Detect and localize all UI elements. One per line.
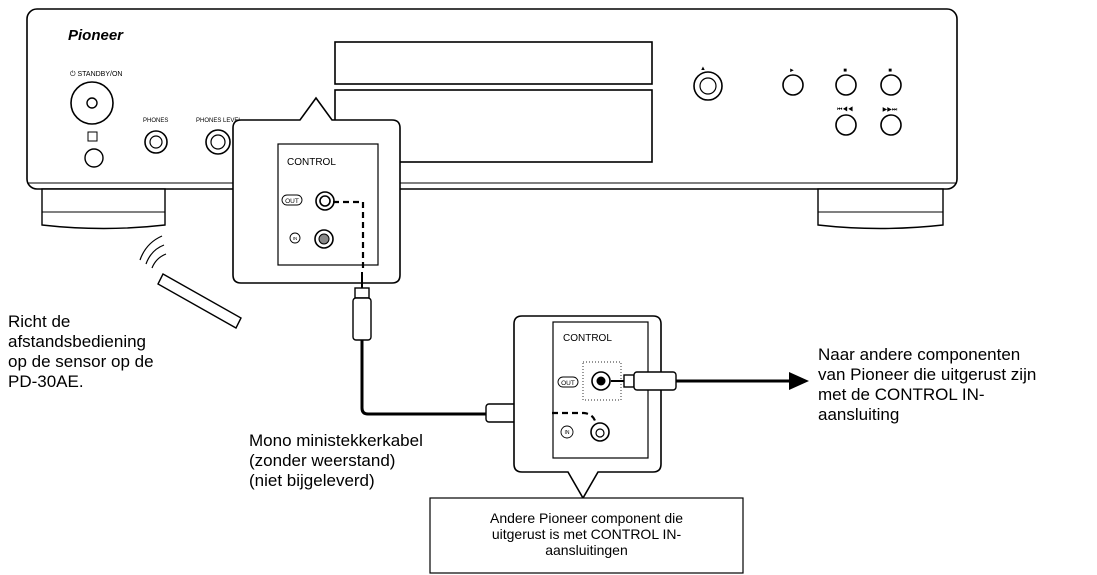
bottom-in-jack-inner xyxy=(595,428,605,438)
out-plug-collar xyxy=(623,374,635,388)
phones-level-label: PHONES LEVEL xyxy=(196,118,242,124)
remote-control xyxy=(139,235,242,329)
remote-control-body xyxy=(157,273,242,329)
top-dashed-route xyxy=(333,200,365,272)
top-out-jack-inner xyxy=(319,195,331,207)
out-plug-body xyxy=(633,371,677,391)
bottom-out-badge xyxy=(557,376,579,388)
phones-jack-inner xyxy=(149,135,163,149)
pause-icon: ■ xyxy=(843,68,847,74)
bottom-out-label: OUT xyxy=(561,380,575,387)
other-component-text: Andere Pioneer component die uitgerust i… xyxy=(489,510,684,558)
play-button[interactable] xyxy=(782,74,804,96)
top-in-badge xyxy=(289,232,301,244)
bottom-out-jack-inner xyxy=(596,376,606,386)
destination-text: Naar andere componenten van Pioneer die … xyxy=(818,345,1037,424)
top-control-title: CONTROL xyxy=(287,157,336,168)
right-foot xyxy=(817,188,944,230)
top-control-callout: CONTROL OUT IN xyxy=(232,96,401,284)
standby-label: ⏻ STANDBY/ON xyxy=(70,70,122,78)
remote-instruction-text: Richt de afstandsbediening op de sensor … xyxy=(8,312,154,391)
sensor-button[interactable] xyxy=(84,148,104,168)
standby-button-inner xyxy=(86,97,98,109)
top-out-badge xyxy=(281,194,303,206)
cd-player-unit: Pioneer ⏻ STANDBY/ON PHONES ▲ ► ■ ■ ⏮◀◀ … xyxy=(26,8,958,230)
other-component-box xyxy=(429,497,744,574)
top-in-jack-inner xyxy=(318,233,330,245)
arrow-right-icon xyxy=(789,372,809,390)
top-in-label: IN xyxy=(293,236,298,241)
bottom-in-label: IN xyxy=(565,430,570,436)
stop-icon: ■ xyxy=(888,68,892,74)
disc-tray-upper xyxy=(334,41,653,85)
output-cable xyxy=(611,371,809,391)
eject-icon: ▲ xyxy=(700,66,706,72)
left-foot xyxy=(41,188,166,230)
pause-button[interactable] xyxy=(835,74,857,96)
stop-button[interactable] xyxy=(880,74,902,96)
cable-wire xyxy=(360,340,486,416)
next-track-button[interactable] xyxy=(880,114,902,136)
top-plug-body xyxy=(352,297,372,341)
remote-sensor-icon xyxy=(87,131,98,142)
cable-description-text: Mono ministekkerkabel (zonder weerstand)… xyxy=(249,431,423,490)
play-icon: ► xyxy=(789,68,795,74)
top-out-label: OUT xyxy=(285,198,299,205)
bottom-dashed-route xyxy=(552,411,598,425)
phones-level-knob-inner xyxy=(210,134,226,150)
previous-track-icon: ⏮◀◀ xyxy=(837,106,853,113)
phones-label: PHONES xyxy=(143,118,168,124)
bottom-in-badge xyxy=(560,425,574,439)
ir-signal-icon xyxy=(139,235,167,269)
eject-button-inner xyxy=(699,77,717,95)
top-plug-collar xyxy=(354,287,370,299)
pioneer-logo: Pioneer xyxy=(68,27,124,44)
previous-track-button[interactable] xyxy=(835,114,857,136)
bottom-control-callout: CONTROL OUT IN xyxy=(513,315,662,500)
bottom-control-title: CONTROL xyxy=(563,333,612,344)
next-track-icon: ▶▶⏭ xyxy=(883,107,898,113)
